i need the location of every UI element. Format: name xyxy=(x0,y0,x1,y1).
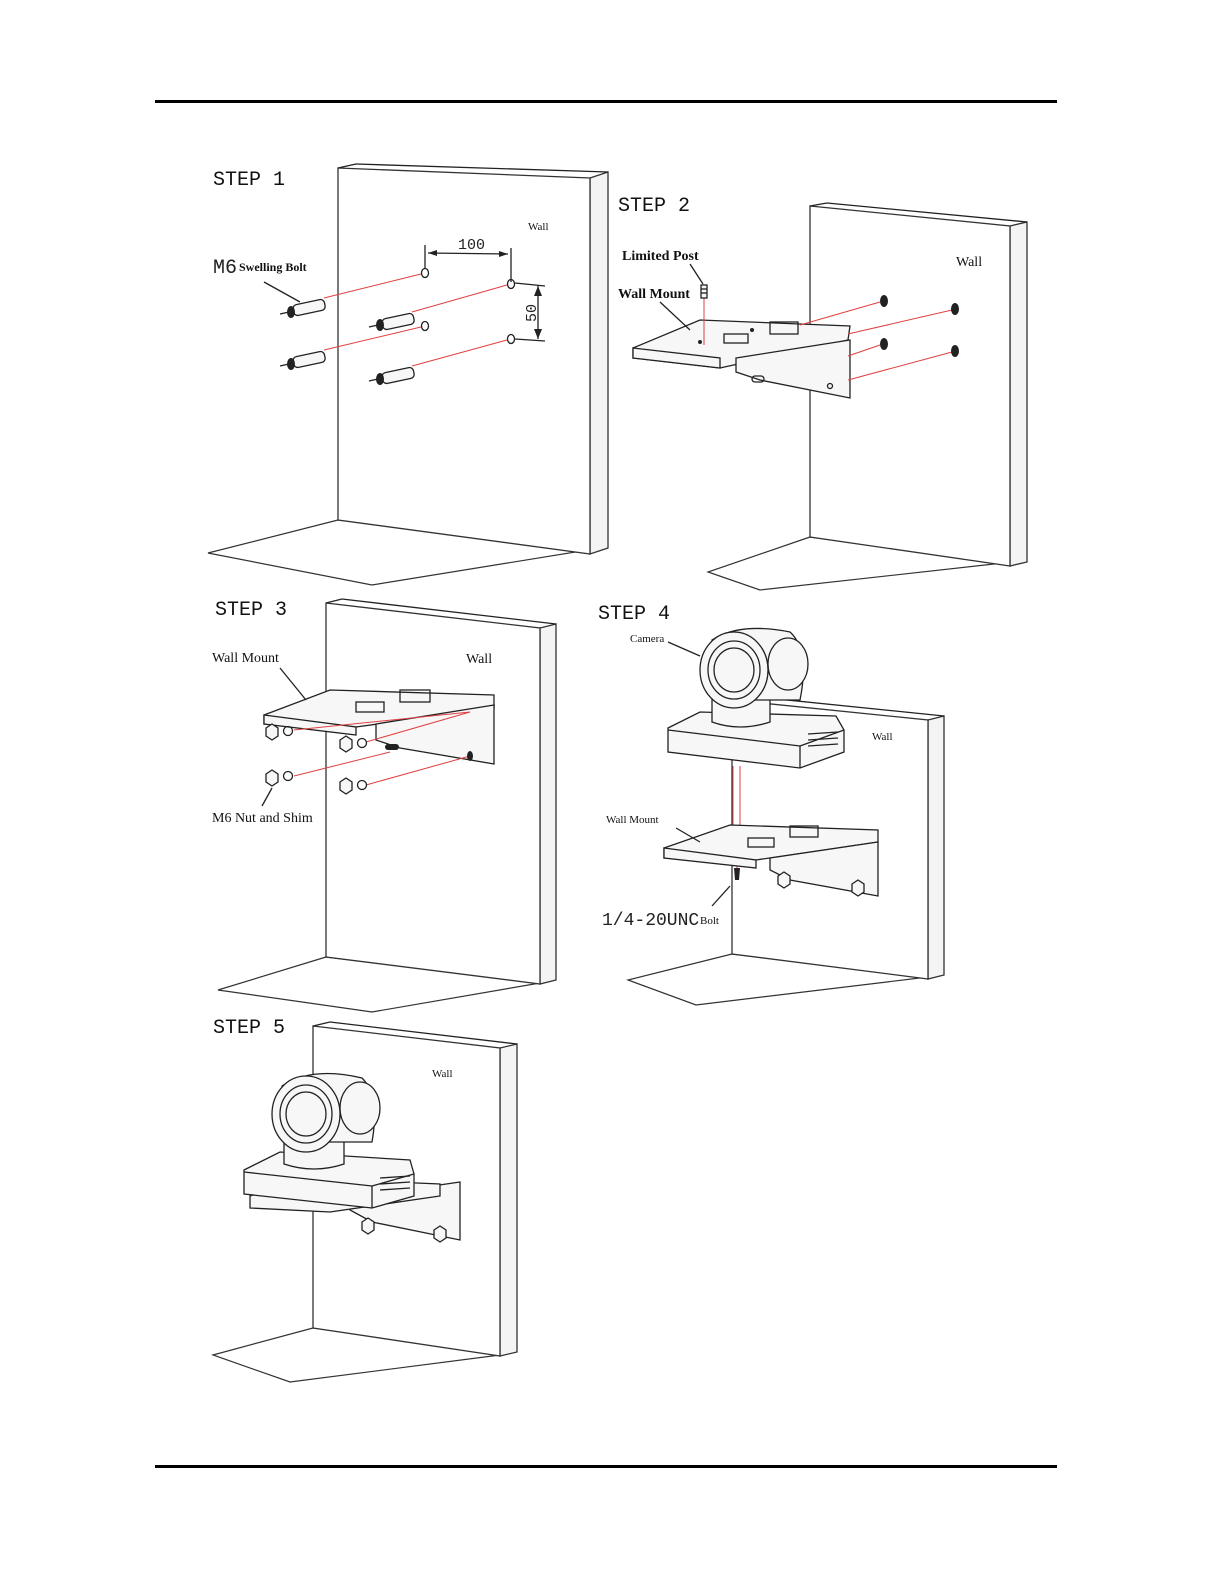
step-2-limited-post-label: Limited Post xyxy=(622,249,699,264)
step-3-wall xyxy=(326,603,540,984)
step-2-wall-mount-label: Wall Mount xyxy=(618,287,690,302)
step-1-dim-50: 50 xyxy=(524,304,541,322)
bolt-head-icon xyxy=(951,345,959,357)
step-4-wall-label: Wall xyxy=(872,731,893,743)
step-3-wall-label: Wall xyxy=(466,652,492,667)
ptz-camera-icon xyxy=(668,628,844,768)
step-1-panel: STEP 1 Wall 100 50 xyxy=(208,164,608,585)
limited-post-icon xyxy=(701,285,707,298)
bolt-head-icon xyxy=(880,295,888,307)
step-1-bolt-size-label: M6 xyxy=(213,257,237,280)
step-3-panel: STEP 3 Wall xyxy=(212,599,556,1012)
step-1-dim-100: 100 xyxy=(458,237,485,254)
step-3-wall-mount-label: Wall Mount xyxy=(212,651,279,666)
step-5-panel: STEP 5 Wall xyxy=(213,1017,517,1382)
step-4-bolt-word-label: Bolt xyxy=(700,915,719,927)
step-4-title: STEP 4 xyxy=(598,603,670,626)
step-1-wall-side xyxy=(590,172,608,554)
step-4-bolt-spec-label: 1/4-20UNC xyxy=(602,911,699,931)
step-5-wall-label: Wall xyxy=(432,1068,453,1080)
bolt-head-icon xyxy=(951,303,959,315)
step-2-panel: STEP 2 Wall xyxy=(618,195,1027,590)
step-1-title: STEP 1 xyxy=(213,169,285,192)
step-4-camera-label: Camera xyxy=(630,633,664,645)
step-4-wall-mount-label: Wall Mount xyxy=(606,814,659,826)
m6-nut-shim-icon xyxy=(266,770,293,786)
bolt-icon xyxy=(734,868,740,880)
swelling-bolt-icon xyxy=(280,351,326,370)
step-1-wall xyxy=(338,168,590,554)
step-1-bolt-name-label: Swelling Bolt xyxy=(239,260,307,274)
step-3-nut-shim-label: M6 Nut and Shim xyxy=(212,811,313,826)
step-4-panel: STEP 4 Wall xyxy=(598,603,944,1005)
step-5-title: STEP 5 xyxy=(213,1017,285,1040)
step-1-wall-label: Wall xyxy=(528,221,549,233)
bolt-head-icon xyxy=(880,338,888,350)
wall-mount-icon xyxy=(633,320,850,398)
step-2-wall-label: Wall xyxy=(956,255,982,270)
swelling-bolt-icon xyxy=(280,299,326,318)
step-2-title: STEP 2 xyxy=(618,195,690,218)
step-3-title: STEP 3 xyxy=(215,599,287,622)
